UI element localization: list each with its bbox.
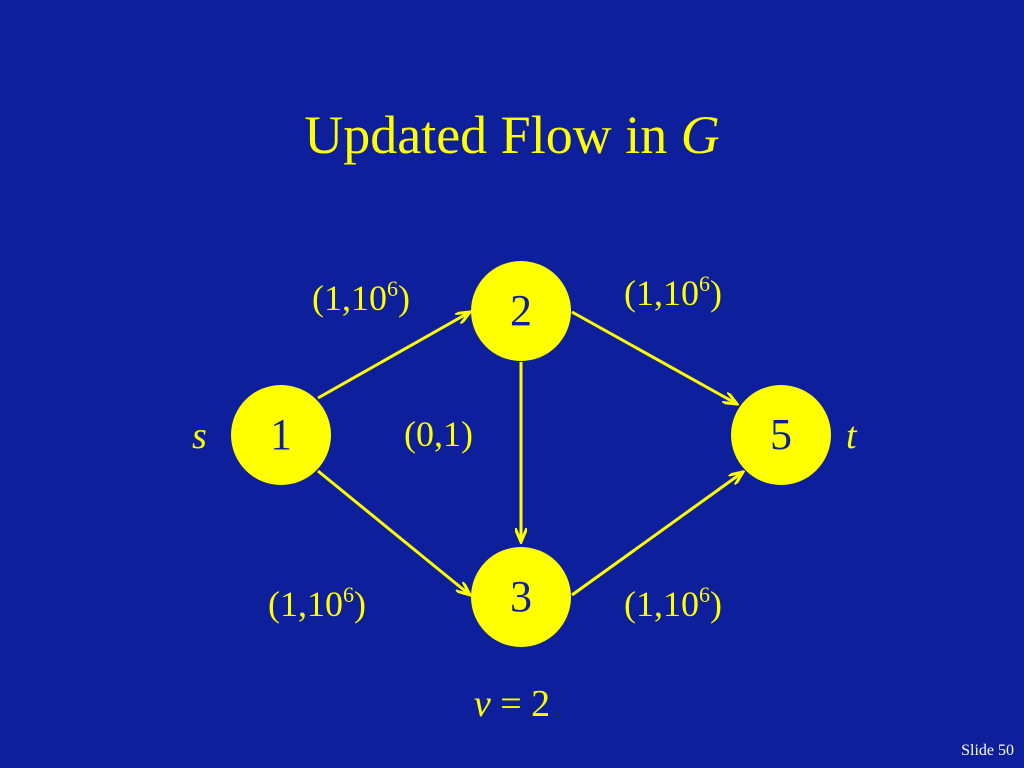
slide-number: Slide 50 — [961, 742, 1014, 759]
edge-3-5 — [571, 472, 743, 597]
node-3-label: 3 — [510, 572, 532, 621]
node-3-circle — [471, 547, 571, 647]
edge-label-3-5: (1,106) — [624, 582, 722, 625]
edge-1-3 — [317, 469, 470, 595]
node-2-circle — [471, 261, 571, 361]
node-5-label: 5 — [770, 410, 792, 459]
edge-2-5 — [571, 310, 737, 404]
flow-variable: v — [473, 683, 491, 725]
edge-label-1-3: (1,106) — [268, 582, 366, 625]
edge-label-1-2: (1,106) — [312, 276, 410, 319]
node-1-label: 1 — [270, 410, 292, 459]
edge-label-2-3: (0,1) — [404, 414, 473, 454]
sink-label: t — [846, 415, 857, 457]
edge-label-2-5: (1,106) — [624, 271, 722, 314]
edge-1-2 — [317, 312, 470, 400]
title-italic: G — [680, 105, 720, 165]
node-2-label: 2 — [510, 286, 532, 335]
node-1-circle — [231, 385, 331, 485]
node-5-circle — [731, 385, 831, 485]
flow-equals: = 2 — [490, 683, 551, 725]
source-label: s — [192, 415, 207, 457]
title-text: Updated Flow in — [304, 105, 681, 165]
flow-value: v = 2 — [440, 682, 584, 726]
slide-title: Updated Flow in G — [0, 100, 1024, 170]
